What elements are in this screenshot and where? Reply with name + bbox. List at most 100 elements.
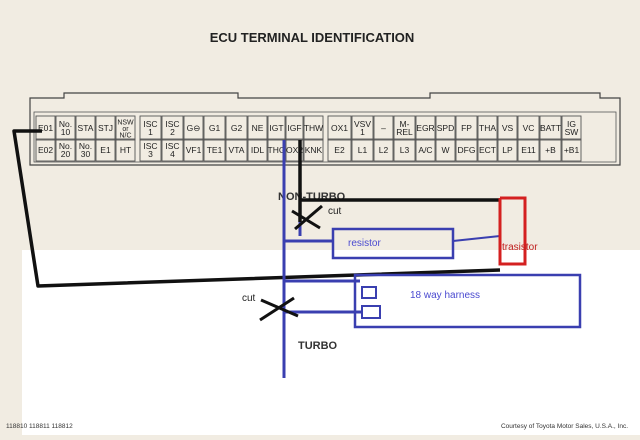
terminal-label: VS <box>502 123 514 133</box>
terminal-cell: SPD <box>435 115 456 141</box>
terminal-cell: IGF <box>285 115 304 141</box>
terminal-cell: VTA <box>225 138 248 162</box>
terminal-label: +B <box>545 145 556 155</box>
terminal-label: ISC <box>143 141 157 151</box>
terminal-label: VF1 <box>186 145 202 155</box>
terminal-label: THA <box>479 123 496 133</box>
terminal-label: 1 <box>148 127 153 137</box>
terminal-cell: L3 <box>393 138 416 162</box>
transistor-label: trasistor <box>502 242 538 253</box>
harness-box <box>353 273 582 329</box>
terminal-label: IG <box>567 119 576 129</box>
terminal-cell: THA <box>477 115 498 141</box>
harness-label: 18 way harness <box>410 290 480 301</box>
terminal-label: ISC <box>165 119 179 129</box>
black-wire-igf <box>298 140 500 222</box>
terminal-label: 4 <box>170 149 175 159</box>
terminal-cell: BATT <box>539 115 562 141</box>
terminal-label: No. <box>79 141 92 151</box>
terminal-label: 10 <box>61 127 71 137</box>
terminal-cell: OX2 <box>285 138 304 162</box>
terminal-label: L2 <box>379 145 389 155</box>
terminal-label: DFG <box>458 145 476 155</box>
terminal-cell: A/C <box>415 138 436 162</box>
terminal-label: 2 <box>170 127 175 137</box>
transistor-symbol <box>498 196 527 266</box>
terminal-cell: E2 <box>327 138 352 162</box>
terminal-cell: NE <box>247 115 268 141</box>
terminal-cell: FP <box>455 115 478 141</box>
terminal-cell: E11 <box>517 138 540 162</box>
harness-pin-1 <box>361 286 377 299</box>
terminal-label: 30 <box>81 149 91 159</box>
terminal-cell: THW <box>303 115 324 141</box>
terminal-label: A/C <box>418 145 432 155</box>
terminal-label: EGR <box>416 123 434 133</box>
terminal-label: THG <box>268 145 286 155</box>
terminal-label: 3 <box>148 149 153 159</box>
terminal-label: No. <box>59 141 72 151</box>
terminal-label: G1 <box>209 123 221 133</box>
terminal-cell: IGT <box>267 115 286 141</box>
terminal-label: SW <box>565 127 579 137</box>
resistor-label: resistor <box>348 238 381 249</box>
terminal-cell: EGR <box>415 115 436 141</box>
terminal-cell: ECT <box>477 138 498 162</box>
terminal-label: M- <box>400 119 410 129</box>
cut-label-bottom: cut <box>242 293 256 304</box>
terminal-label: VSV <box>354 119 371 129</box>
terminal-label: E11 <box>521 145 536 155</box>
terminal-cell: M-REL <box>393 115 416 141</box>
terminal-label: FP <box>461 123 472 133</box>
cut-mark-bottom <box>259 296 299 322</box>
terminal-label: LP <box>502 145 513 155</box>
terminal-label: IDL <box>251 145 265 155</box>
terminal-label: THW <box>304 123 323 133</box>
terminal-cell: KNK <box>303 138 324 162</box>
terminal-label: +B1 <box>564 145 580 155</box>
terminal-label: L1 <box>358 145 368 155</box>
terminal-label: NSW <box>117 120 134 127</box>
terminal-label: IGF <box>287 123 301 133</box>
terminal-cell: LP <box>497 138 518 162</box>
terminal-cell: E1 <box>95 138 116 162</box>
resistor-box <box>331 227 455 260</box>
terminal-label: STJ <box>98 123 113 133</box>
terminal-cell: OX1 <box>327 115 352 141</box>
blue-wire-igt <box>282 140 501 378</box>
terminal-label: IGT <box>269 123 283 133</box>
terminal-label: STA <box>78 123 94 133</box>
terminal-cell: TE1 <box>203 138 226 162</box>
terminal-label: NE <box>252 123 264 133</box>
terminal-label: BATT <box>540 123 561 133</box>
terminal-label: E2 <box>334 145 345 155</box>
terminal-cell: No.30 <box>75 138 96 162</box>
terminal-label: 20 <box>61 149 71 159</box>
terminal-label: ISC <box>143 119 157 129</box>
terminal-cell: STA <box>75 115 96 141</box>
terminal-cell: STJ <box>95 115 116 141</box>
terminal-label: OX2 <box>286 145 303 155</box>
terminal-label: G⊖ <box>187 123 201 133</box>
terminal-label: N/C <box>119 133 131 140</box>
terminal-label: TE1 <box>207 145 223 155</box>
terminal-cell: IDL <box>247 138 268 162</box>
terminal-cell: No.10 <box>55 115 76 141</box>
footer-credit: Courtesy of Toyota Motor Sales, U.S.A., … <box>501 423 628 430</box>
terminal-label: L3 <box>400 145 410 155</box>
terminal-cell: – <box>373 115 394 141</box>
terminal-cell: E01 <box>35 115 56 141</box>
terminal-cell: W <box>435 138 456 162</box>
terminal-label: SPD <box>437 123 454 133</box>
terminal-cell: L2 <box>373 138 394 162</box>
terminal-label: No. <box>59 119 72 129</box>
cut-mark-top <box>291 204 323 231</box>
harness-pin-2 <box>361 305 381 319</box>
terminal-label: G2 <box>231 123 243 133</box>
terminal-label: E02 <box>38 145 53 155</box>
